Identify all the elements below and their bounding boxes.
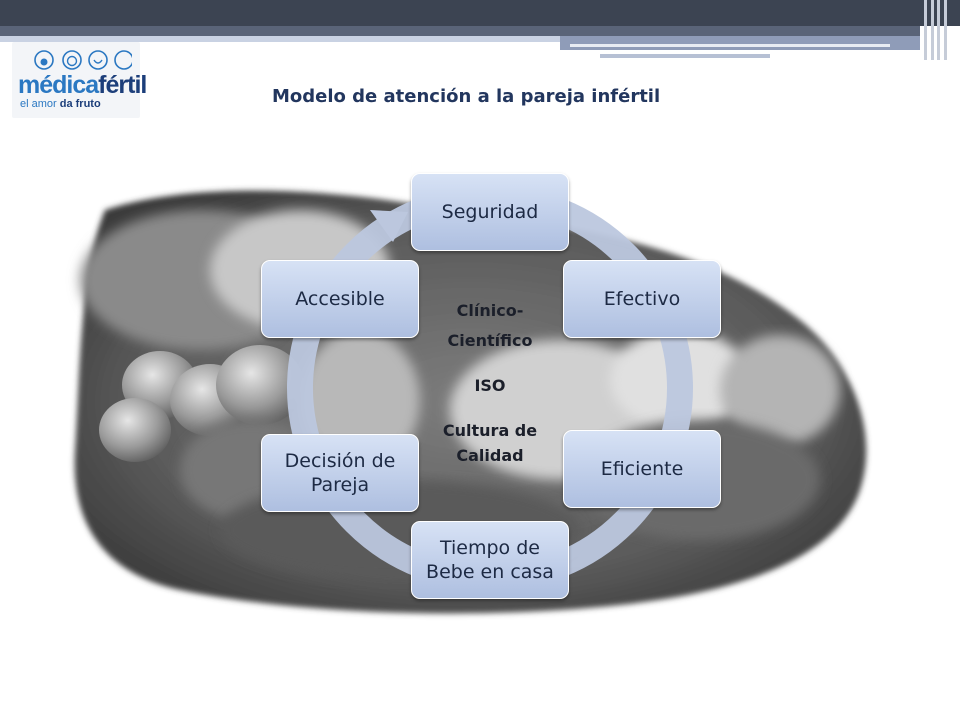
logo-tagline: el amor da fruto — [20, 98, 101, 110]
header-bar — [0, 0, 960, 26]
logo: médicafértil el amor da fruto — [12, 42, 147, 118]
center-label-iso: ISO — [474, 376, 506, 395]
node-eficiente: Eficiente — [563, 430, 721, 508]
logo-circles-icon — [34, 50, 132, 70]
node-tiempo-bebe: Tiempo de Bebe en casa — [411, 521, 569, 599]
header-stripe — [0, 36, 560, 42]
header-vertical-lines — [924, 0, 952, 60]
cycle-arrow-icon — [370, 210, 408, 242]
logo-name: médicafértil — [18, 71, 147, 99]
header-stripe — [0, 26, 920, 36]
node-accesible: Accesible — [261, 260, 419, 338]
page-title: Modelo de atención a la pareja infértil — [272, 86, 661, 107]
node-seguridad: Seguridad — [411, 173, 569, 251]
center-label-clinico: Clínico- Científico — [447, 301, 533, 350]
header-stripe — [570, 44, 890, 47]
center-label-cultura: Cultura de Calidad — [442, 421, 538, 465]
header-stripe — [600, 54, 770, 58]
node-efectivo: Efectivo — [563, 260, 721, 338]
node-decision-pareja: Decisión de Pareja — [261, 434, 419, 512]
